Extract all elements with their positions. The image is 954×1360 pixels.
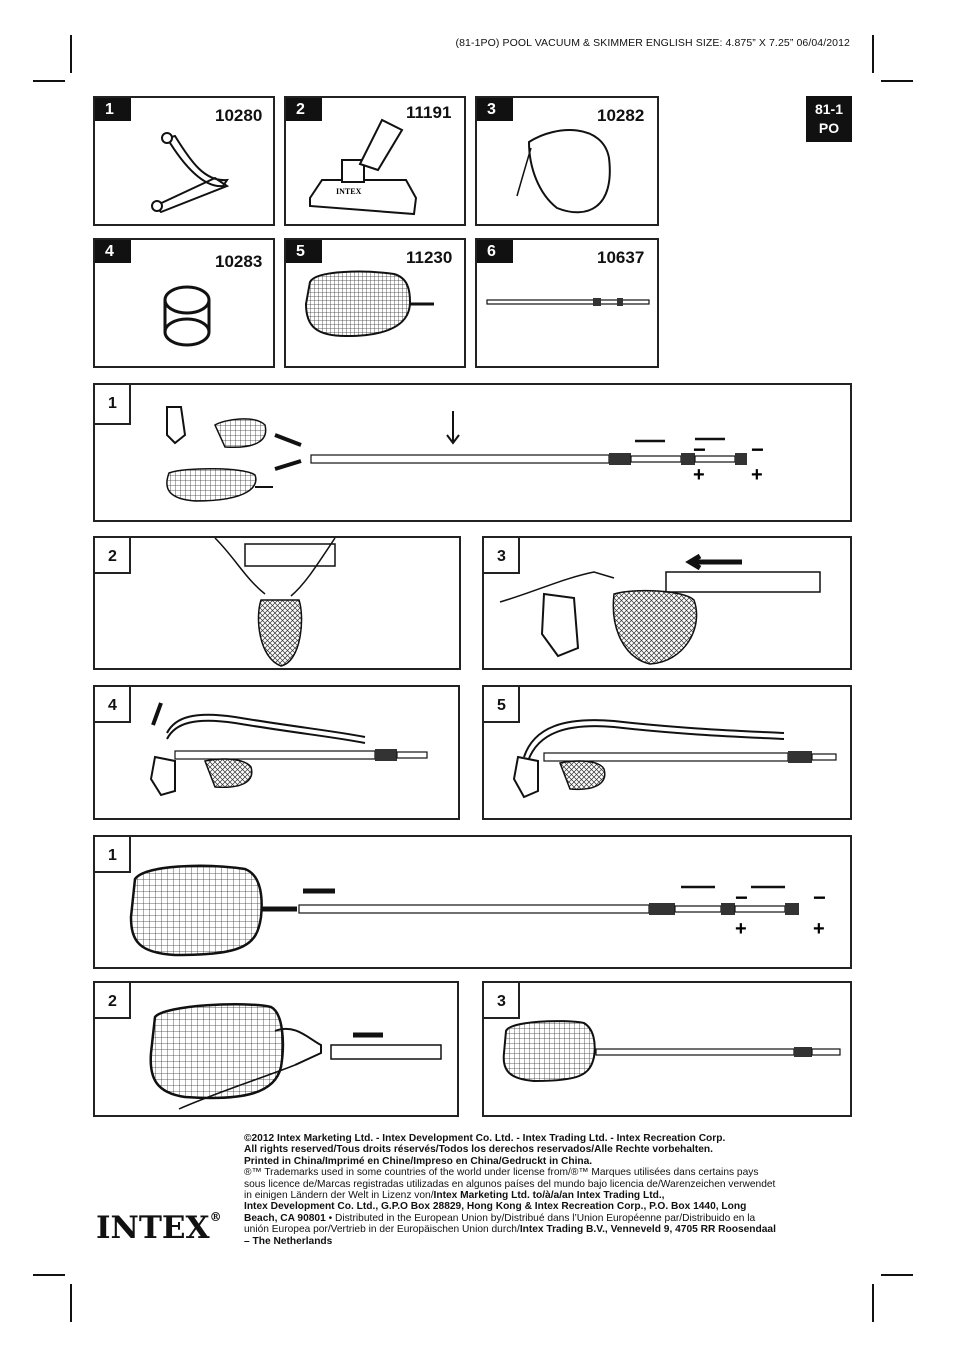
crop-mark — [33, 80, 65, 82]
crop-mark — [872, 1284, 874, 1322]
step-divider — [95, 1017, 131, 1019]
crop-mark — [33, 1274, 65, 1276]
part-number-tag: 4 — [95, 240, 131, 263]
minus-sign-icon: − — [813, 885, 826, 910]
footer-line: in einigen Ländern der Welt in Lizenz vo… — [244, 1190, 665, 1202]
vacuum-head-icon: INTEX — [309, 118, 418, 216]
hose-clip-icon — [151, 132, 230, 214]
vacuum-step-4: 4 — [93, 685, 460, 820]
model-code-line2: PO — [818, 120, 840, 136]
vacuum-step-5: 5 — [482, 685, 852, 820]
step-divider — [129, 538, 131, 574]
skimmer-step-1: 1 − + − + — [93, 835, 852, 969]
footer-line: Printed in China/Imprimé en Chine/Impres… — [244, 1155, 593, 1167]
step-number: 1 — [108, 395, 117, 412]
assembled-skimmer-drawing — [502, 1020, 841, 1083]
telescopic-pole-icon — [486, 298, 650, 306]
step-divider — [95, 871, 131, 873]
logo-text: INTEX — [96, 1210, 210, 1246]
step-number: 5 — [497, 697, 506, 714]
spec-header: (81-1PO) POOL VACUUM & SKIMMER ENGLISH S… — [455, 37, 850, 49]
skimmer-net-icon — [304, 270, 434, 338]
step-divider — [518, 538, 520, 574]
part-panel-6: 6 10637 — [475, 238, 659, 368]
part-code: 10283 — [215, 252, 263, 271]
part-panel-4: 4 10283 — [93, 238, 275, 368]
step-divider — [95, 572, 131, 574]
step-number: 3 — [497, 993, 506, 1010]
step-number: 3 — [497, 548, 506, 565]
pole-assembly-drawing: − + − + — [166, 406, 764, 502]
step-number: 2 — [108, 548, 117, 565]
part-number-tag: 1 — [95, 98, 131, 121]
plus-sign-icon: + — [751, 464, 763, 486]
insert-pole-drawing — [149, 1003, 442, 1110]
skimmer-step-3: 3 — [482, 981, 852, 1117]
step-divider — [95, 423, 131, 425]
attach-pole-drawing — [499, 553, 821, 665]
crop-mark — [881, 80, 913, 82]
step-divider — [518, 983, 520, 1019]
intex-logo: INTEX® — [96, 1210, 222, 1246]
part-number-tag: 3 — [477, 98, 513, 121]
part-panel-3: 3 10282 — [475, 96, 659, 226]
step-divider — [95, 721, 131, 723]
minus-sign-icon: − — [735, 885, 748, 910]
assembled-vacuum-drawing — [512, 719, 837, 799]
footer-line: sous licence de/Marcas registradas utili… — [244, 1178, 776, 1190]
part-panel-2: 2 11191 INTEX — [284, 96, 466, 226]
footer-line: ®™ Trademarks used in some countries of … — [244, 1167, 759, 1179]
minus-sign-icon: − — [751, 437, 764, 462]
hose-coupler-icon — [163, 285, 211, 347]
crop-mark — [872, 35, 874, 73]
step-divider — [129, 983, 131, 1019]
copyright-footer: ©2012 Intex Marketing Ltd. - Intex Devel… — [244, 1133, 854, 1247]
step-number: 2 — [108, 993, 117, 1010]
part-code: 10282 — [597, 106, 645, 125]
step-divider — [129, 385, 131, 425]
filter-bag-icon — [516, 129, 611, 214]
plus-sign-icon: + — [735, 918, 747, 940]
plus-sign-icon: + — [693, 464, 705, 486]
footer-line: unión Europea por/Vertrieb in der Europä… — [244, 1224, 776, 1236]
footer-line: All rights reserved/Tous droits réservés… — [244, 1144, 713, 1156]
model-code-line1: 81-1 — [814, 101, 844, 117]
connect-hose-drawing — [149, 702, 428, 797]
crop-mark — [881, 1274, 913, 1276]
plus-sign-icon: + — [813, 918, 825, 940]
part-panel-5: 5 11230 — [284, 238, 466, 368]
vacuum-step-2: 2 — [93, 536, 461, 670]
part-code: 10280 — [215, 106, 263, 125]
vacuum-step-1: 1 − + − + — [93, 383, 852, 522]
registered-mark: ® — [209, 1210, 222, 1224]
footer-line: ©2012 Intex Marketing Ltd. - Intex Devel… — [244, 1133, 726, 1144]
part-number-tag: 6 — [477, 240, 513, 263]
part-code: 10637 — [597, 248, 645, 267]
model-code-badge: 81-1 PO — [806, 96, 852, 142]
vacuum-step-3: 3 — [482, 536, 852, 670]
skimmer-step-2: 2 — [93, 981, 459, 1117]
step-divider — [484, 721, 520, 723]
footer-line: – The Netherlands — [244, 1235, 333, 1247]
part-code: 11230 — [406, 248, 453, 267]
footer-line: Intex Development Co. Ltd., G.P.O Box 28… — [244, 1201, 747, 1213]
step-divider — [484, 572, 520, 574]
step-divider — [129, 687, 131, 723]
step-divider — [518, 687, 520, 723]
skimmer-pole-drawing: − + − + — [129, 864, 826, 957]
minus-sign-icon: − — [693, 437, 706, 462]
part-panel-1: 1 10280 — [93, 96, 275, 226]
footer-line: Beach, CA 90801 • Distributed in the Eur… — [244, 1212, 756, 1224]
step-number: 1 — [108, 847, 117, 864]
part-number-tag: 2 — [286, 98, 322, 121]
crop-mark — [70, 1284, 72, 1322]
svg-text:INTEX: INTEX — [336, 187, 362, 196]
part-code: 11191 — [406, 103, 452, 122]
step-number: 4 — [108, 697, 117, 714]
step-divider — [129, 837, 131, 873]
part-number-tag: 5 — [286, 240, 322, 263]
step-divider — [484, 1017, 520, 1019]
attach-bag-drawing — [214, 538, 336, 667]
crop-mark — [70, 35, 72, 73]
